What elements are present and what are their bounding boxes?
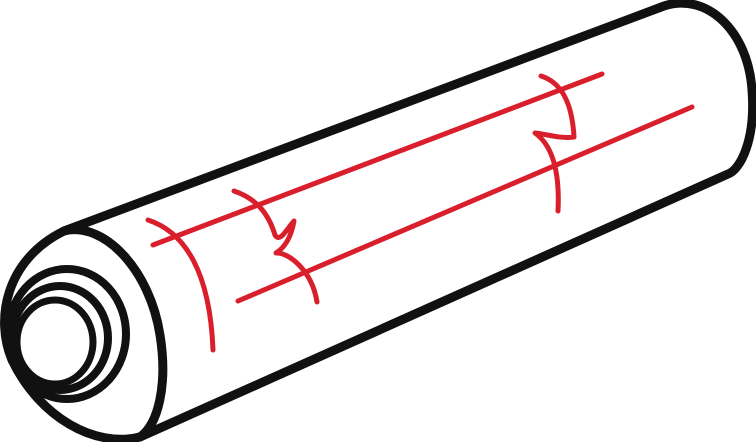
wrap-arc-left [145,217,216,353]
film-wrap-accent [145,71,695,353]
wrap-line-lower [235,104,695,304]
wrap-line-upper [150,71,605,248]
core-tube-inner [13,296,97,388]
roll-end-seam [59,225,168,442]
wrap-fold-left [231,188,320,305]
wrap-fold-right [532,73,577,214]
